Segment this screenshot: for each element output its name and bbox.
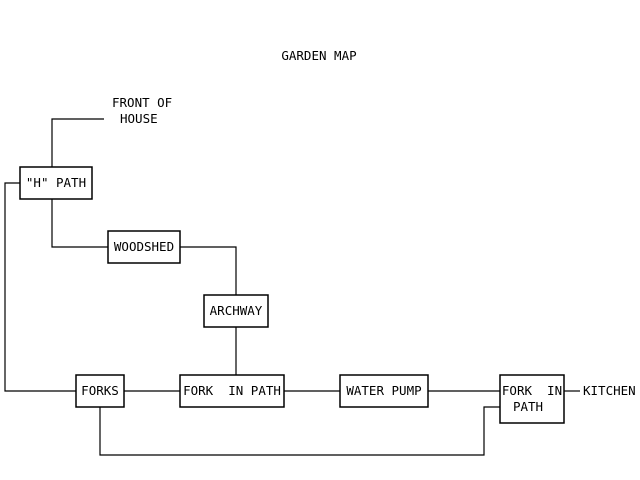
node-woodshed: WOODSHED — [107, 230, 181, 264]
diagram-title: GARDEN MAP — [281, 48, 356, 63]
node-archway-label: ARCHWAY — [210, 303, 263, 318]
node-forks: FORKS — [75, 374, 125, 408]
node-fork-in-path-2-label-line1: FORK IN — [502, 383, 562, 398]
node-h-path: "H" PATH — [19, 166, 93, 200]
node-woodshed-label: WOODSHED — [114, 239, 174, 254]
node-fork-in-path: FORK IN PATH — [179, 374, 285, 408]
connectors — [4, 118, 580, 456]
node-h-path-label: "H" PATH — [26, 175, 86, 190]
connector-front-of-house-h-path — [51, 118, 104, 167]
node-fork-in-path-2-label-line2: PATH — [513, 399, 543, 414]
node-water-pump: WATER PUMP — [339, 374, 429, 408]
connector-h-path-forks — [4, 182, 76, 392]
front-of-house-label-line1: FRONT OF — [112, 95, 172, 110]
node-fork-in-path-2: FORK IN PATH — [499, 374, 565, 424]
node-forks-label: FORKS — [81, 383, 119, 398]
connector-forks-bottom-loop — [99, 406, 500, 456]
kitchen-label: KITCHEN — [583, 383, 636, 398]
front-of-house-label-line2: HOUSE — [120, 111, 158, 126]
node-fork-in-path-label: FORK IN PATH — [183, 383, 281, 398]
node-archway: ARCHWAY — [203, 294, 269, 328]
connector-h-path-woodshed — [51, 199, 108, 248]
connector-woodshed-archway — [180, 246, 237, 295]
node-water-pump-label: WATER PUMP — [346, 383, 421, 398]
